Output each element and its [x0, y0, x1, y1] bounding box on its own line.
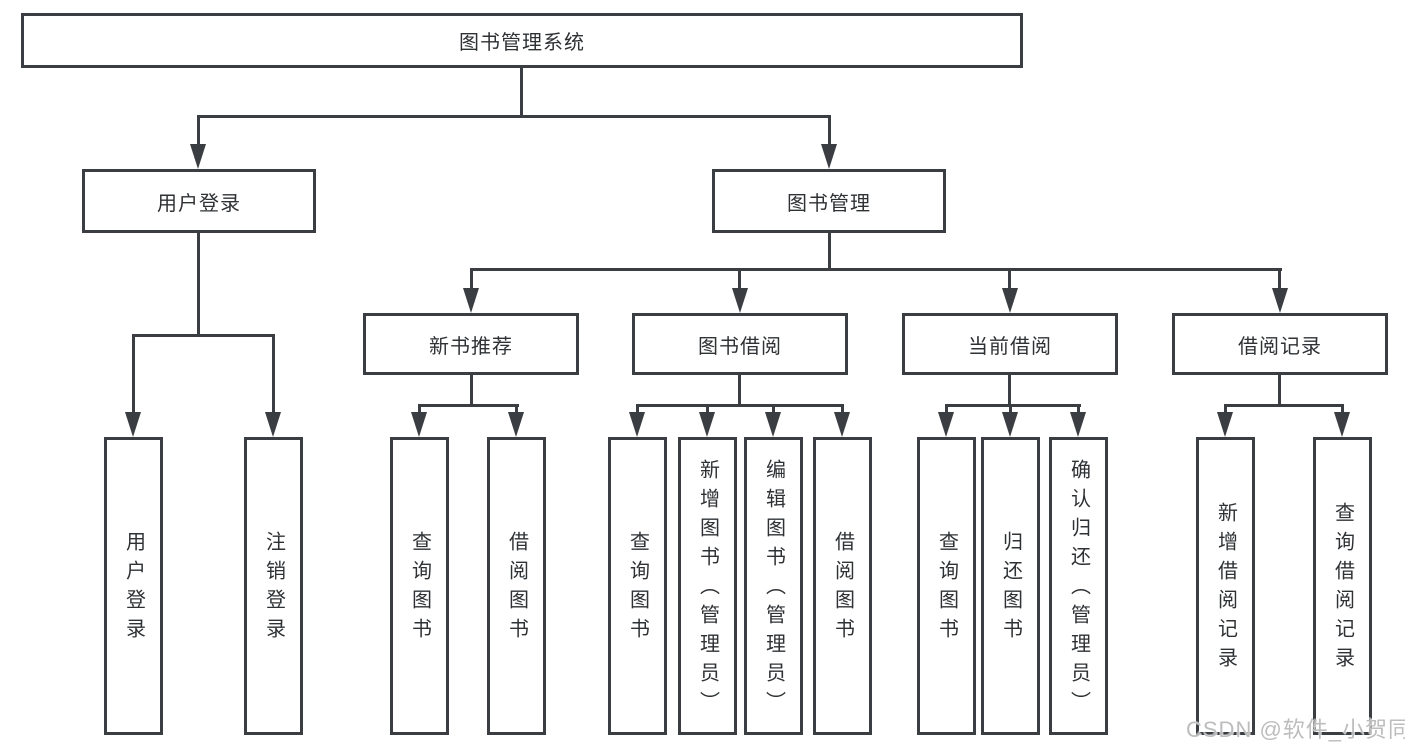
leaf-cb-query-books: 查询图书: [917, 437, 976, 735]
connector-line: [945, 404, 948, 414]
connector-line: [772, 404, 775, 414]
connector-line: [841, 404, 844, 414]
node-new-book-recommend: 新书推荐: [363, 313, 579, 375]
arrow-down-icon: [834, 412, 850, 437]
node-book-management: 图书管理: [712, 169, 946, 233]
leaf-bb-query-books: 查询图书: [608, 437, 667, 735]
arrow-down-icon: [821, 144, 837, 169]
connector-line: [1341, 404, 1344, 414]
connector-line: [520, 68, 523, 118]
arrow-down-icon: [1217, 412, 1233, 437]
connector-line: [1278, 268, 1281, 290]
arrow-down-icon: [265, 412, 281, 437]
arrow-down-icon: [190, 144, 206, 169]
connector-line: [197, 115, 831, 118]
connector-line: [828, 233, 831, 271]
connector-line: [828, 115, 831, 146]
connector-line: [1008, 268, 1011, 290]
arrow-down-icon: [732, 288, 748, 313]
arrow-down-icon: [125, 412, 141, 437]
node-user-login: 用户登录: [82, 169, 316, 233]
arrow-down-icon: [1334, 412, 1350, 437]
node-root: 图书管理系统: [21, 13, 1023, 68]
connector-line: [132, 334, 275, 337]
leaf-bb-edit-books-admin: 编辑图书（管理员）: [744, 437, 803, 735]
arrow-down-icon: [1272, 288, 1288, 313]
connector-line: [1009, 404, 1012, 414]
connector-line: [515, 404, 518, 414]
connector-line: [272, 334, 275, 414]
connector-line: [1077, 404, 1080, 414]
arrow-down-icon: [938, 412, 954, 437]
connector-line: [418, 404, 519, 407]
arrow-down-icon: [1002, 288, 1018, 313]
connector-line: [706, 404, 709, 414]
leaf-user-login: 用户登录: [104, 437, 163, 735]
leaf-bb-add-books-admin: 新增图书（管理员）: [678, 437, 737, 735]
arrow-down-icon: [699, 412, 715, 437]
leaf-logout: 注销登录: [244, 437, 303, 735]
connector-line: [418, 404, 421, 414]
leaf-bb-borrow-books: 借阅图书: [813, 437, 872, 735]
connector-line: [636, 404, 639, 414]
node-current-borrow: 当前借阅: [902, 313, 1118, 375]
connector-line: [470, 375, 473, 407]
arrow-down-icon: [411, 412, 427, 437]
leaf-nb-borrow-books: 借阅图书: [487, 437, 546, 735]
connector-line: [945, 404, 1081, 407]
arrow-down-icon: [463, 288, 479, 313]
arrow-down-icon: [1070, 412, 1086, 437]
arrow-down-icon: [765, 412, 781, 437]
node-book-borrow: 图书借阅: [632, 313, 848, 375]
connector-line: [738, 268, 741, 290]
leaf-br-add-record: 新增借阅记录: [1196, 437, 1255, 735]
leaf-br-query-record: 查询借阅记录: [1313, 437, 1372, 735]
connector-line: [470, 268, 473, 290]
leaf-cb-return-books: 归还图书: [981, 437, 1040, 735]
connector-line: [738, 375, 741, 407]
connector-line: [1008, 375, 1011, 407]
arrow-down-icon: [629, 412, 645, 437]
leaf-cb-confirm-return-admin: 确认归还（管理员）: [1049, 437, 1108, 735]
connector-line: [197, 115, 200, 146]
connector-line: [1224, 404, 1344, 407]
arrow-down-icon: [1002, 412, 1018, 437]
connector-line: [197, 233, 200, 337]
watermark-text: CSDN @软件_小贺同学: [1186, 717, 1405, 742]
connector-line: [1278, 375, 1281, 407]
connector-line: [1224, 404, 1227, 414]
connector-line: [470, 268, 1282, 271]
node-borrow-records: 借阅记录: [1172, 313, 1388, 375]
arrow-down-icon: [508, 412, 524, 437]
connector-line: [636, 404, 844, 407]
leaf-nb-query-books: 查询图书: [390, 437, 449, 735]
connector-line: [132, 334, 135, 414]
